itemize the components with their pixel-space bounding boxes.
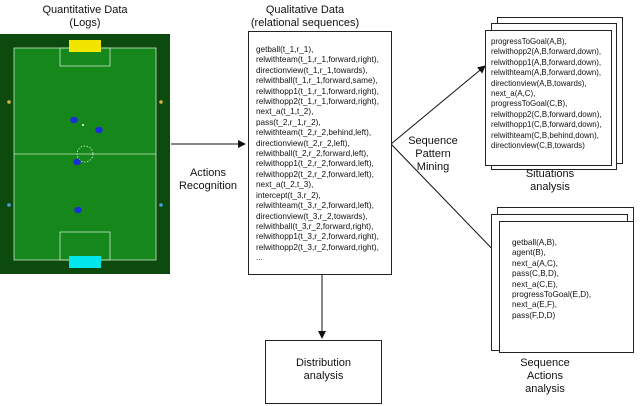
- situations-analysis-label: analysis: [530, 181, 570, 193]
- relational-predicate: relwithopp2(t_3,r_2,forward,right),: [256, 242, 379, 252]
- seq-analysis-label: analysis: [525, 383, 565, 395]
- relational-predicate: intercept(t_3,r_2),: [256, 190, 321, 200]
- player-3: [73, 158, 81, 166]
- relational-predicate: relwithball(t_3,r_2,forward,right),: [256, 221, 374, 231]
- action-predicate: getball(A,B),: [512, 238, 558, 247]
- relational-predicate: ...: [256, 253, 263, 263]
- relational-predicate: relwithball(t_1,r_1,forward,same),: [256, 76, 378, 86]
- relational-sequence-box: getball(t_1,r_1),relwithteam(t_1,r_1,for…: [248, 31, 392, 275]
- qualitative-data-subtitle: (relational sequences): [250, 17, 360, 29]
- relational-predicate: next_a(t_1,t_2),: [256, 107, 314, 117]
- mining-label-1: Sequence: [408, 135, 458, 147]
- relational-predicate: directionview(t_2,r_2,left),: [256, 138, 350, 148]
- recognition-label: Recognition: [178, 180, 238, 192]
- distribution-analysis-box: Distribution analysis: [265, 340, 382, 404]
- player-4: [74, 206, 82, 214]
- situation-predicate: progressToGoal(A,B),: [491, 37, 567, 46]
- actions-label: Actions: [189, 167, 227, 179]
- situation-predicate: relwithopp2(A,B,forward,down),: [491, 47, 602, 57]
- situations-pattern-card: progressToGoal(A,B),relwithopp2(A,B,forw…: [485, 30, 612, 166]
- actions-analysis-label: Actions: [526, 370, 564, 382]
- player-2: [95, 126, 103, 134]
- relational-predicate: relwithopp2(t_1,r_1,forward,right),: [256, 97, 379, 107]
- situation-predicate: next_a(A,C),: [491, 89, 536, 99]
- relational-sequence-list: getball(t_1,r_1),relwithteam(t_1,r_1,for…: [256, 45, 379, 264]
- quantitative-data-subtitle: (Logs): [69, 17, 101, 29]
- left-marker-bottom: [7, 203, 11, 207]
- situations-label: Situations: [525, 168, 575, 180]
- action-predicate: next_a(E,F),: [512, 300, 558, 310]
- situation-predicate: relwithopp1(C,B,forward,down),: [491, 120, 602, 130]
- top-goal: [69, 40, 101, 52]
- soccer-field: [0, 34, 170, 274]
- bottom-goal: [69, 256, 101, 268]
- relational-predicate: relwithopp2(t_2,r_2,forward,left),: [256, 169, 374, 179]
- relational-predicate: relwithopp1(t_1,r_1,forward,right),: [256, 86, 379, 96]
- relational-predicate: relwithteam(t_3,r_2,forward,left),: [256, 201, 374, 211]
- right-marker-top: [159, 100, 163, 104]
- arrow-to-situations: [390, 65, 486, 145]
- situation-predicate: relwithopp2(C,B,forward,down),: [491, 109, 602, 119]
- situation-predicate: progressToGoal(C,B),: [491, 99, 568, 109]
- relational-predicate: directionview(t_3,r_2,towards),: [256, 211, 368, 221]
- relational-predicate: next_a(t_2,t_3),: [256, 180, 314, 190]
- situation-predicate: relwithopp1(A,B,forward,down),: [491, 57, 602, 67]
- distribution-analysis-label: analysis: [303, 370, 344, 382]
- relational-predicate: relwithopp1(t_2,r_2,forward,left),: [256, 159, 374, 169]
- relational-predicate: relwithteam(t_1,r_1,forward,right),: [256, 55, 379, 65]
- action-predicate: agent(B),: [512, 248, 546, 258]
- relational-predicate: pass(t_2,r_1,r_2),: [256, 117, 321, 127]
- action-predicate: next_a(A,C),: [512, 258, 558, 268]
- relational-predicate: getball(t_1,r_1),: [256, 45, 314, 54]
- action-predicate: next_a(C,E),: [512, 279, 558, 289]
- action-predicate: progressToGoal(E,D),: [512, 290, 592, 300]
- situation-predicate: relwithteam(C,B,behind,down),: [491, 130, 599, 140]
- relational-predicate: relwithball(t_2,r_2,forward,left),: [256, 149, 369, 159]
- qualitative-data-title: Qualitative Data: [265, 4, 345, 16]
- action-predicate: pass(C,B,D),: [512, 269, 559, 279]
- relational-predicate: relwithteam(t_2,r_2,behind,left),: [256, 128, 372, 138]
- mining-label-3: Mining: [416, 161, 450, 173]
- situation-pattern-list: progressToGoal(A,B),relwithopp2(A,B,forw…: [491, 37, 602, 151]
- distribution-label: Distribution: [295, 357, 352, 369]
- relational-predicate: directionview(t_1,r_1,towards),: [256, 65, 368, 75]
- situation-predicate: directionview(A,B,towards),: [491, 78, 587, 88]
- situation-predicate: relwithteam(A,B,forward,down),: [491, 68, 602, 78]
- action-pattern-list: getball(A,B),agent(B),next_a(A,C),pass(C…: [512, 238, 591, 321]
- soccer-field-drawing: [7, 40, 163, 268]
- relational-predicate: relwithopp1(t_3,r_2,forward,right),: [256, 232, 379, 242]
- player-1: [70, 116, 78, 124]
- left-marker-top: [7, 100, 11, 104]
- center-circle: [76, 145, 94, 163]
- quantitative-data-title: Quantitative Data: [42, 4, 128, 16]
- action-predicate: pass(F,D,D): [512, 310, 556, 320]
- sequence-label: Sequence: [520, 357, 570, 369]
- situation-predicate: directionview(C,B,towards): [491, 141, 585, 151]
- arrow-to-actions: [390, 143, 501, 258]
- mining-label-2: Pattern: [415, 148, 451, 160]
- ball: [82, 124, 84, 126]
- sequence-actions-card: getball(A,B),agent(B),next_a(A,C),pass(C…: [499, 221, 634, 353]
- right-marker-bottom: [159, 203, 163, 207]
